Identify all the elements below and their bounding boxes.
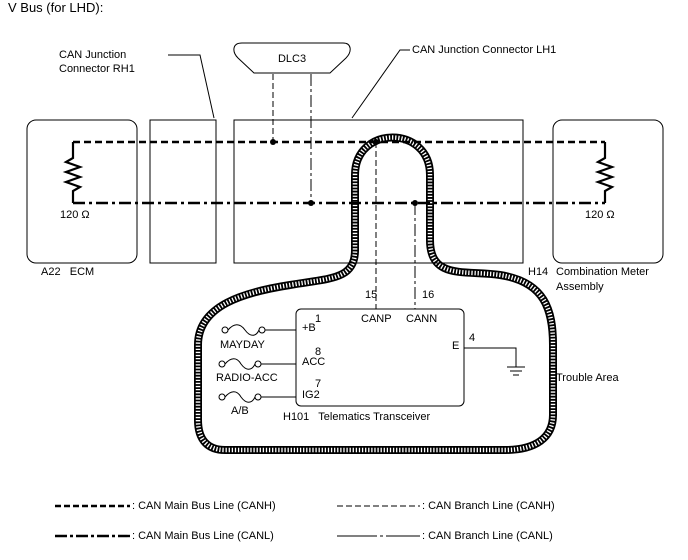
can-junction-lh1-box — [233, 119, 524, 264]
diagram-title: V Bus (for LHD): — [8, 0, 103, 15]
meter-name-label-2: Assembly — [556, 281, 604, 293]
legend-main-canh: : CAN Main Bus Line (CANH) — [132, 500, 276, 512]
pin-number-16: 16 — [422, 289, 434, 301]
meter-terminating-resistor — [594, 142, 616, 203]
radio-acc-fuse-icon — [218, 358, 262, 370]
pin-ig2-label: IG2 — [302, 389, 320, 401]
trouble-area-outline — [194, 133, 557, 454]
pin-number-7: 7 — [315, 378, 321, 390]
pin-e-label: E — [452, 340, 459, 352]
pin-number-15: 15 — [365, 289, 377, 301]
combination-meter-box — [552, 119, 664, 264]
pin-plus-b-label: +B — [302, 322, 316, 334]
pin-canp-label: CANP — [361, 313, 392, 325]
can-junction-rh1-label-1: CAN Junction — [59, 49, 126, 61]
dlc3-label: DLC3 — [278, 53, 306, 65]
fuse-ab-label: A/B — [231, 405, 249, 417]
rh1-leader-line — [168, 54, 215, 119]
ground-wire — [464, 347, 517, 367]
junction-dot — [373, 139, 379, 145]
can-junction-rh1-box — [149, 119, 217, 264]
ab-fuse-icon — [218, 391, 262, 403]
pin-number-8: 8 — [315, 346, 321, 358]
legend-main-canl: : CAN Main Bus Line (CANL) — [132, 530, 274, 542]
pin-cann-label: CANN — [406, 313, 437, 325]
meter-code-label: H14 — [528, 266, 548, 278]
ecm-terminating-resistor — [62, 142, 84, 203]
can-junction-rh1-label-2: Connector RH1 — [59, 63, 135, 75]
junction-dot — [308, 200, 314, 206]
pin-number-1: 1 — [315, 313, 321, 325]
trouble-area-label: Trouble Area — [556, 372, 619, 384]
ecm-box — [26, 119, 138, 264]
fuse-radio-acc-label: RADIO-ACC — [216, 372, 278, 384]
transceiver-label: H101 Telematics Transceiver — [283, 411, 430, 423]
fuse-mayday-label: MAYDAY — [220, 339, 265, 351]
legend-branch-canl: : CAN Branch Line (CANL) — [422, 530, 553, 542]
dlc3-connector — [233, 42, 351, 74]
ecm-resistance-label: 120 Ω — [60, 209, 90, 221]
legend-branch-canh: : CAN Branch Line (CANH) — [422, 500, 555, 512]
pin-acc-label: ACC — [302, 356, 325, 368]
lh1-leader-line — [351, 49, 410, 119]
ground-icon — [507, 366, 525, 376]
junction-dot — [270, 139, 276, 145]
can-junction-lh1-label: CAN Junction Connector LH1 — [412, 44, 556, 56]
pin-number-4: 4 — [469, 332, 475, 344]
meter-name-label-1: Combination Meter — [556, 266, 649, 278]
meter-resistance-label: 120 Ω — [585, 209, 615, 221]
telematics-transceiver-box — [295, 308, 465, 407]
mayday-fuse-icon — [221, 324, 266, 336]
ecm-label: A22 ECM — [41, 266, 94, 278]
junction-dot — [412, 200, 418, 206]
